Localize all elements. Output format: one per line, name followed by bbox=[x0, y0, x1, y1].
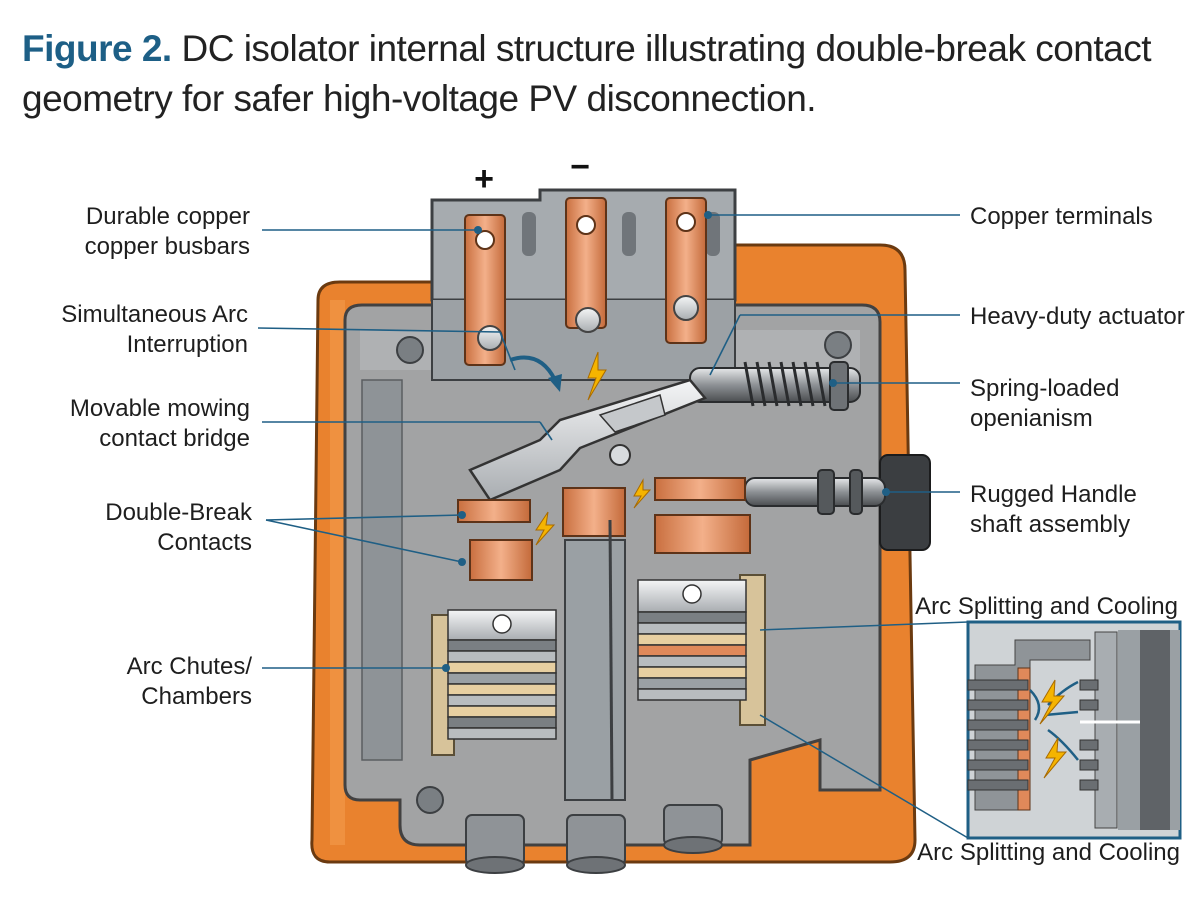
copper-busbars bbox=[464, 197, 707, 366]
arc-flow-arrow-icon bbox=[509, 355, 562, 392]
actuator-assembly bbox=[689, 361, 861, 411]
label-arc-chutes-line2: Chambers bbox=[141, 683, 252, 710]
label-busbars-line2: copper busbars bbox=[85, 233, 250, 260]
label-arc-chutes-line1: Arc Chutes/ bbox=[127, 653, 253, 680]
handle-shaft bbox=[744, 469, 886, 515]
label-contact-bridge-line1: Movable mowing bbox=[70, 395, 250, 422]
label-spring-line2: openianism bbox=[970, 405, 1093, 432]
label-copper-terminals: Copper terminals bbox=[970, 203, 1153, 230]
leader-lines bbox=[257, 211, 960, 672]
caption-text: DC isolator internal structure illustrat… bbox=[22, 28, 1152, 119]
label-busbars-line1: Durable copper bbox=[86, 203, 250, 230]
label-handle-line2: shaft assembly bbox=[970, 511, 1130, 538]
label-contact-bridge-line2: contact bridge bbox=[99, 425, 250, 452]
label-double-break-line2: Contacts bbox=[157, 529, 252, 556]
label-spring-line1: Spring-loaded bbox=[970, 375, 1119, 402]
plus-terminal-label: + bbox=[474, 160, 494, 198]
figure-number: Figure 2. bbox=[22, 28, 172, 69]
label-arc-interruption-line1: Simultaneous Arc bbox=[61, 301, 248, 328]
arc-spark-icons bbox=[535, 351, 652, 546]
inset-title-top: Arc Splitting and Cooling bbox=[915, 593, 1178, 620]
arc-chute-left bbox=[431, 609, 557, 756]
contact-bridge bbox=[468, 378, 708, 502]
inset-title-bottom: Arc Splitting and Cooling bbox=[917, 839, 1180, 866]
arc-splitting-inset bbox=[759, 620, 1182, 840]
label-double-break-line1: Double-Break bbox=[105, 499, 253, 526]
arc-chute-right bbox=[637, 574, 766, 726]
cable-glands bbox=[465, 804, 723, 874]
label-handle-line1: Rugged Handle bbox=[970, 481, 1137, 508]
minus-terminal-label: − bbox=[570, 148, 590, 186]
double-break-contacts bbox=[457, 477, 751, 581]
label-actuator: Heavy-duty actuator bbox=[970, 303, 1185, 330]
figure-caption: Figure 2. DC isolator internal structure… bbox=[22, 24, 1182, 124]
label-arc-interruption-line2: Interruption bbox=[127, 331, 248, 358]
center-barrier bbox=[564, 519, 626, 801]
